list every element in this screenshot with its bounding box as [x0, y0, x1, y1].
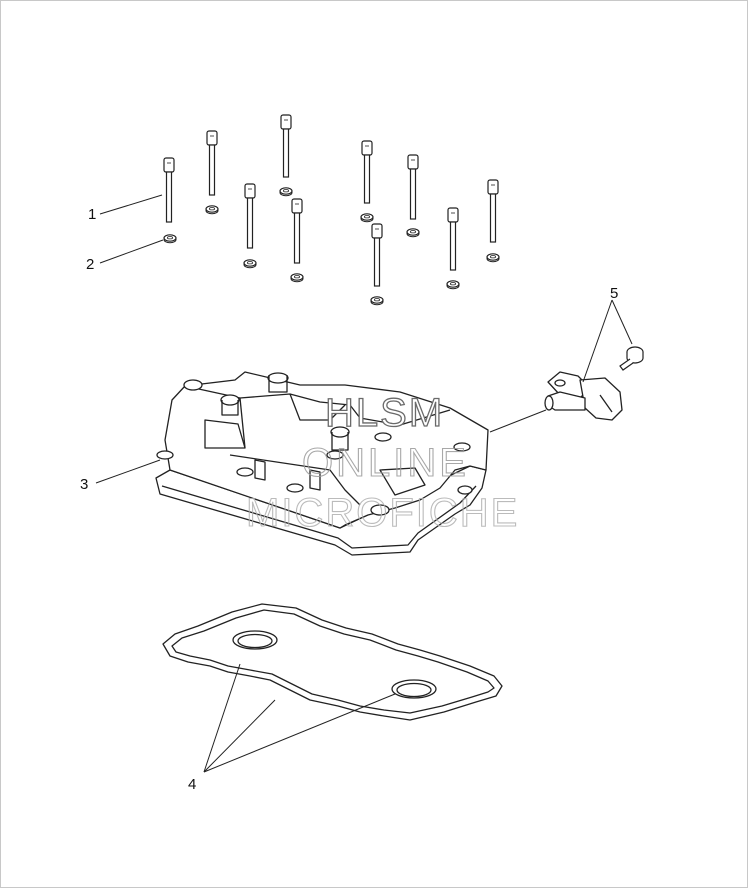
- washer: [446, 280, 460, 290]
- washer: [370, 296, 384, 306]
- valve-cover: [155, 371, 489, 556]
- washer: [279, 187, 293, 197]
- leader-lines: [95, 194, 633, 773]
- bolt: [371, 223, 383, 287]
- bolt: [361, 140, 373, 204]
- bolt: [407, 154, 419, 220]
- bolt: [163, 157, 175, 223]
- washer: [290, 273, 304, 283]
- washer: [486, 253, 500, 263]
- washer: [360, 213, 374, 223]
- watermark-line-3: MICROFICHE: [246, 491, 519, 535]
- bolt: [206, 130, 218, 196]
- bolt-set: [163, 114, 499, 287]
- washer-set: [163, 187, 500, 306]
- watermark: HLSM ONLINE MICROFICHE: [245, 390, 519, 535]
- callout-4: 4: [188, 776, 196, 793]
- bolt: [280, 114, 292, 178]
- callout-2: 2: [86, 256, 94, 273]
- washer: [163, 234, 177, 244]
- callout-labels: 1 2 3 5 4: [80, 206, 618, 793]
- watermark-line-1: HLSM: [325, 391, 444, 435]
- watermark-line-2: ONLINE: [302, 441, 469, 485]
- bolt: [447, 207, 459, 271]
- cam-sensor: [544, 371, 623, 421]
- callout-3: 3: [80, 476, 88, 493]
- bolt: [291, 198, 303, 264]
- washer: [243, 259, 257, 269]
- bolt: [487, 179, 499, 243]
- sensor-bolt: [619, 346, 644, 371]
- bolt: [244, 183, 256, 249]
- callout-1: 1: [88, 206, 96, 223]
- cover-gasket: [162, 603, 503, 721]
- washer: [205, 205, 219, 215]
- washer: [406, 228, 420, 238]
- callout-5: 5: [610, 285, 618, 302]
